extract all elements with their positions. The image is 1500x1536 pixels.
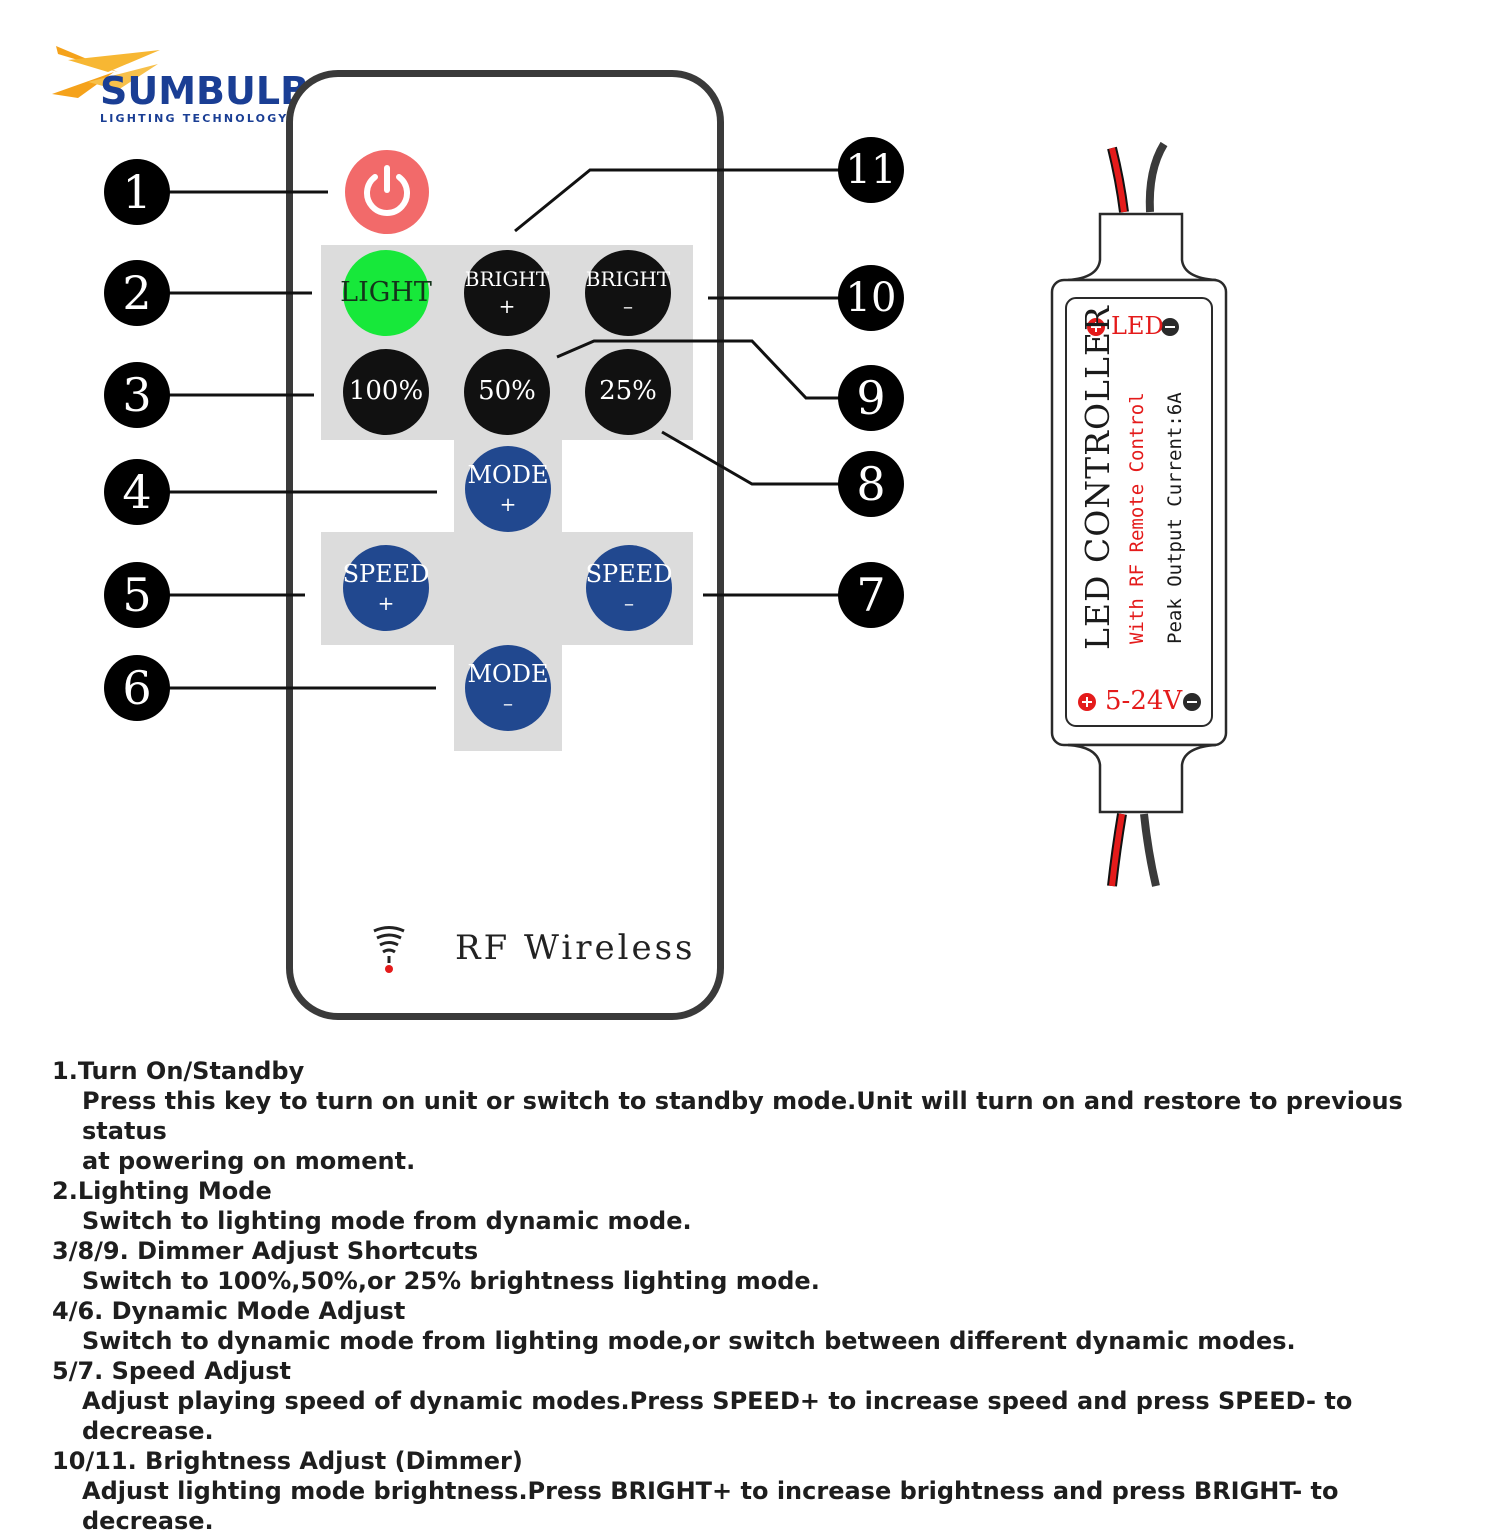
brightness-25-button[interactable]: 25% — [585, 349, 671, 435]
bright-minus-label: BRIGHT — [585, 267, 671, 291]
instruction-heading-6: 10/11. Brightness Adjust (Dimmer) — [52, 1447, 523, 1475]
controller-spec: Peak Output Current:6A — [1164, 392, 1186, 644]
instruction-heading-4: 4/6. Dynamic Mode Adjust — [52, 1297, 406, 1325]
brightness-50-button[interactable]: 50% — [464, 349, 550, 435]
speed-plus-label: SPEED — [342, 559, 430, 588]
instruction-body-4: Switch to dynamic mode from lighting mod… — [82, 1327, 1296, 1355]
light-button[interactable]: LIGHT — [340, 250, 432, 336]
callout-6: 6 — [104, 655, 170, 721]
mode-minus-sign: – — [503, 691, 513, 716]
mode-plus-button[interactable]: MODE + — [465, 446, 551, 532]
mode-minus-button[interactable]: MODE – — [465, 645, 551, 731]
callout-2: 2 — [104, 260, 170, 326]
instruction-heading-5: 5/7. Speed Adjust — [52, 1357, 292, 1385]
callout-11: 11 — [838, 137, 904, 203]
callout-10: 10 — [838, 265, 904, 331]
bright-plus-label: BRIGHT — [464, 267, 550, 291]
instruction-body-5: Adjust playing speed of dynamic modes.Pr… — [82, 1387, 1353, 1445]
mode-plus-label: MODE — [467, 460, 549, 489]
rf-wireless-label: RF Wireless — [455, 928, 696, 968]
controller-title: LED CONTROLLER — [1078, 305, 1117, 650]
callout-8: 8 — [838, 451, 904, 517]
mode-minus-label: MODE — [467, 659, 549, 688]
callout-leader-lines — [168, 168, 840, 690]
callout-7: 7 — [838, 562, 904, 628]
instruction-body-1b: at powering on moment. — [82, 1147, 416, 1175]
callout-3: 3 — [104, 362, 170, 428]
wireless-signal-icon — [373, 926, 405, 973]
speed-plus-button[interactable]: SPEED + — [343, 545, 429, 631]
logo-swoosh-icon — [52, 46, 160, 98]
instruction-body-1: Press this key to turn on unit or switch… — [82, 1087, 1403, 1145]
instructions-list: 1.Turn On/Standby Press this key to turn… — [52, 1056, 1472, 1536]
callout-1: 1 — [104, 159, 170, 225]
speed-minus-sign: – — [624, 591, 634, 616]
instruction-body-2: Switch to lighting mode from dynamic mod… — [82, 1207, 692, 1235]
controller-led-label: LED — [1111, 312, 1164, 340]
controller-voltage-label: 5-24V — [1105, 686, 1183, 716]
brightness-50-label: 50% — [478, 376, 536, 407]
callout-4: 4 — [104, 459, 170, 525]
instruction-heading-2: 2.Lighting Mode — [52, 1177, 272, 1205]
led-controller-device — [1050, 141, 1228, 887]
speed-plus-sign: + — [377, 591, 395, 616]
brightness-25-label: 25% — [599, 376, 657, 407]
bright-minus-button[interactable]: BRIGHT – — [585, 250, 671, 336]
light-button-label: LIGHT — [340, 276, 432, 308]
instruction-body-3: Switch to 100%,50%,or 25% brightness lig… — [82, 1267, 820, 1295]
mode-plus-sign: + — [499, 492, 517, 517]
brightness-100-button[interactable]: 100% — [343, 349, 429, 435]
bright-plus-button[interactable]: BRIGHT + — [464, 250, 550, 336]
callout-5: 5 — [104, 562, 170, 628]
bright-minus-sign: – — [623, 294, 633, 318]
brightness-100-label: 100% — [348, 376, 424, 407]
speed-minus-label: SPEED — [585, 559, 673, 588]
controller-subtitle: With RF Remote Control — [1126, 392, 1148, 644]
power-icon — [364, 165, 410, 216]
instruction-body-6: Adjust lighting mode brightness.Press BR… — [82, 1477, 1339, 1535]
bright-plus-sign: + — [498, 294, 516, 318]
instruction-heading-3: 3/8/9. Dimmer Adjust Shortcuts — [52, 1237, 479, 1265]
power-button[interactable] — [345, 150, 429, 234]
speed-minus-button[interactable]: SPEED – — [586, 545, 672, 631]
instruction-heading-1: 1.Turn On/Standby — [52, 1057, 305, 1085]
callout-9: 9 — [838, 365, 904, 431]
